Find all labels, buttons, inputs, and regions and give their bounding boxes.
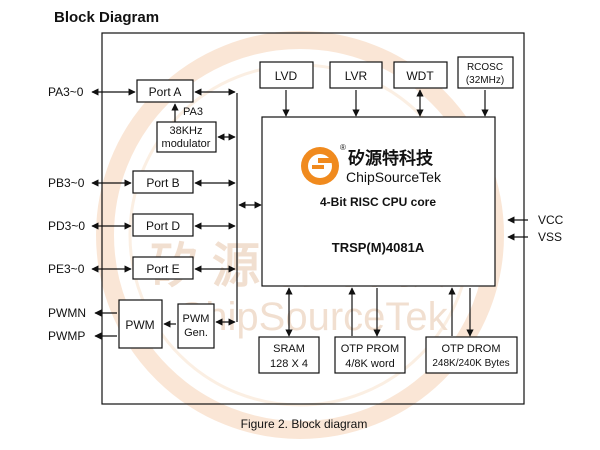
- brand-en: ChipSourceTek: [346, 169, 442, 185]
- lvr-label: LVR: [345, 69, 368, 83]
- wdt-block: [393, 61, 448, 89]
- pd-signal: PD3~0: [48, 219, 85, 233]
- pwmn-signal: PWMN: [48, 306, 86, 320]
- pe-signal: PE3~0: [48, 262, 85, 276]
- page-title: Block Diagram: [54, 9, 159, 26]
- otp-prom-label-1: OTP PROM: [341, 343, 399, 355]
- pwmp-signal: PWMP: [48, 329, 85, 343]
- part-number: TRSP(M)4081A: [332, 240, 425, 255]
- lvr-block: [329, 61, 383, 89]
- port-a-label: Port A: [149, 85, 182, 99]
- rcosc-label-2: (32MHz): [466, 75, 504, 86]
- lvd-block: [259, 61, 314, 89]
- rcosc-label-1: RCOSC: [467, 62, 503, 73]
- cpu-core-label: 4-Bit RISC CPU core: [320, 195, 436, 209]
- sram-block: [258, 336, 320, 374]
- pb-signal: PB3~0: [48, 176, 85, 190]
- port-e-label: Port E: [146, 262, 179, 276]
- wdt-label: WDT: [406, 69, 434, 83]
- sram-label-1: SRAM: [273, 343, 305, 355]
- lvd-label: LVD: [275, 69, 298, 83]
- port-a-block: [136, 79, 194, 103]
- pwm-gen-label-2: Gen.: [184, 327, 208, 339]
- port-b-block: [132, 170, 194, 194]
- brand-cn: 矽源特科技: [348, 148, 434, 169]
- vss-signal: VSS: [538, 230, 562, 244]
- port-b-label: Port B: [146, 176, 179, 190]
- otp-drom-block: [425, 336, 518, 374]
- registered-mark: ®: [340, 143, 346, 152]
- cpu-core-block: [261, 116, 496, 287]
- otp-drom-label-1: OTP DROM: [441, 343, 500, 355]
- pwm-label: PWM: [125, 318, 154, 332]
- watermark-text-en: ChipSourceTek: [176, 295, 448, 339]
- modulator-block: [156, 121, 217, 153]
- modulator-label-2: modulator: [162, 138, 211, 150]
- port-d-block: [132, 213, 194, 237]
- chip-boundary: [101, 32, 525, 405]
- port-e-block: [132, 256, 194, 280]
- pa3-label: PA3: [183, 106, 203, 118]
- chipsourcetek-logo: ®: [301, 143, 346, 185]
- otp-prom-block: [334, 336, 406, 374]
- port-d-label: Port D: [146, 219, 180, 233]
- otp-drom-label-2: 248K/240K Bytes: [432, 358, 509, 369]
- vcc-signal: VCC: [538, 213, 564, 227]
- sram-label-2: 128 X 4: [270, 358, 308, 370]
- figure-caption: Figure 2. Block diagram: [241, 417, 368, 431]
- pwm-gen-block: [177, 303, 215, 349]
- pwm-block: [118, 299, 163, 349]
- otp-prom-label-2: 4/8K word: [345, 358, 395, 370]
- modulator-label-1: 38KHz: [169, 125, 202, 137]
- rcosc-block: [457, 56, 514, 89]
- pwm-gen-label-1: PWM: [183, 313, 210, 325]
- pa-signal: PA3~0: [48, 85, 84, 99]
